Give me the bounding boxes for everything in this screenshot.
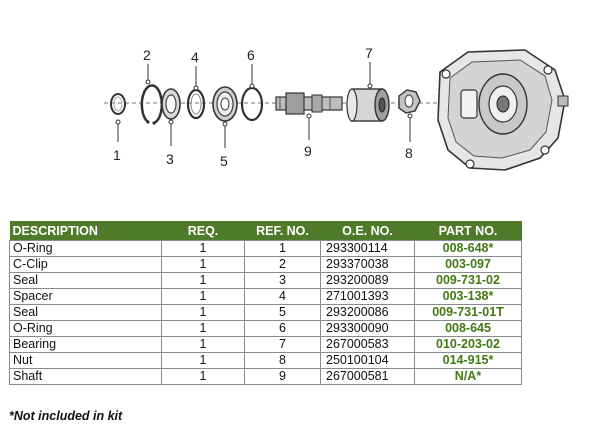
- cell-oe-no: 267000583: [320, 336, 415, 353]
- callout-5: 5: [220, 153, 228, 169]
- cell-description: Nut: [9, 352, 162, 369]
- cell-req: 1: [161, 368, 245, 385]
- cell-description: O-Ring: [9, 320, 162, 337]
- cell-ref-no: 3: [244, 272, 321, 289]
- table-row: Seal 1 3 293200089 009-731-02: [9, 272, 522, 289]
- table-row: Bearing 1 7 267000583 010-203-02: [9, 336, 522, 353]
- shaft-part-9: [275, 92, 343, 115]
- table-header-row: DESCRIPTION REQ. REF. NO. O.E. NO. PART …: [9, 221, 522, 241]
- spacer-part-4: [186, 88, 206, 120]
- cell-part-no: 003-138*: [414, 288, 522, 305]
- cell-description: Bearing: [9, 336, 162, 353]
- o-ring-part-1: [110, 93, 126, 115]
- table-row: C-Clip 1 2 293370038 003-097: [9, 256, 522, 273]
- callout-2: 2: [143, 47, 151, 63]
- cell-req: 1: [161, 304, 245, 321]
- seal-part-5: [212, 86, 238, 122]
- table-row: Shaft 1 9 267000581 N/A*: [9, 368, 522, 385]
- cell-req: 1: [161, 336, 245, 353]
- footnote: *Not included in kit: [9, 409, 123, 423]
- cell-part-no: 010-203-02: [414, 336, 522, 353]
- cell-ref-no: 7: [244, 336, 321, 353]
- cell-oe-no: 250100104: [320, 352, 415, 369]
- cell-ref-no: 5: [244, 304, 321, 321]
- cell-ref-no: 1: [244, 240, 321, 257]
- cell-description: Seal: [9, 304, 162, 321]
- cell-part-no: 003-097: [414, 256, 522, 273]
- cell-part-no: 009-731-02: [414, 272, 522, 289]
- cell-oe-no: 271001393: [320, 288, 415, 305]
- callout-3: 3: [166, 151, 174, 167]
- cell-description: O-Ring: [9, 240, 162, 257]
- cell-oe-no: 293200089: [320, 272, 415, 289]
- table-row: Spacer 1 4 271001393 003-138*: [9, 288, 522, 305]
- callout-1: 1: [113, 147, 121, 163]
- cell-req: 1: [161, 352, 245, 369]
- c-clip-part-2: [140, 84, 164, 125]
- cell-oe-no: 293300114: [320, 240, 415, 257]
- header-ref-no: REF. NO.: [244, 221, 321, 241]
- cell-part-no: 009-731-01T: [414, 304, 522, 321]
- header-description: DESCRIPTION: [9, 221, 162, 241]
- callout-8: 8: [405, 145, 413, 161]
- cell-oe-no: 267000581: [320, 368, 415, 385]
- callout-6: 6: [247, 47, 255, 63]
- cell-description: C-Clip: [9, 256, 162, 273]
- cell-part-no: N/A*: [414, 368, 522, 385]
- cell-description: Shaft: [9, 368, 162, 385]
- exploded-parts-diagram: 1 2 3 4 5 6 7 8 9: [104, 45, 569, 171]
- cell-oe-no: 293370038: [320, 256, 415, 273]
- table-row: Seal 1 5 293200086 009-731-01T: [9, 304, 522, 321]
- parts-table: DESCRIPTION REQ. REF. NO. O.E. NO. PART …: [9, 221, 522, 385]
- nut-part-8: [398, 89, 421, 114]
- table-row: O-Ring 1 1 293300114 008-648*: [9, 240, 522, 257]
- cell-req: 1: [161, 272, 245, 289]
- cell-description: Spacer: [9, 288, 162, 305]
- callout-7: 7: [365, 45, 373, 61]
- cell-req: 1: [161, 288, 245, 305]
- o-ring-part-6: [240, 86, 264, 122]
- cell-ref-no: 4: [244, 288, 321, 305]
- table-row: O-Ring 1 6 293300090 008-645: [9, 320, 522, 337]
- header-part-no: PART NO.: [414, 221, 522, 241]
- cell-part-no: 008-648*: [414, 240, 522, 257]
- header-oe-no: O.E. NO.: [320, 221, 415, 241]
- cell-part-no: 014-915*: [414, 352, 522, 369]
- cell-ref-no: 2: [244, 256, 321, 273]
- cell-req: 1: [161, 240, 245, 257]
- pump-housing: [437, 49, 569, 171]
- cell-ref-no: 6: [244, 320, 321, 337]
- seal-part-3: [161, 88, 181, 120]
- table-row: Nut 1 8 250100104 014-915*: [9, 352, 522, 369]
- header-req: REQ.: [161, 221, 245, 241]
- bearing-part-7: [346, 88, 390, 122]
- cell-oe-no: 293200086: [320, 304, 415, 321]
- cell-description: Seal: [9, 272, 162, 289]
- cell-req: 1: [161, 320, 245, 337]
- cell-ref-no: 8: [244, 352, 321, 369]
- callout-4: 4: [191, 49, 199, 65]
- cell-oe-no: 293300090: [320, 320, 415, 337]
- cell-req: 1: [161, 256, 245, 273]
- cell-part-no: 008-645: [414, 320, 522, 337]
- callout-9: 9: [304, 143, 312, 159]
- cell-ref-no: 9: [244, 368, 321, 385]
